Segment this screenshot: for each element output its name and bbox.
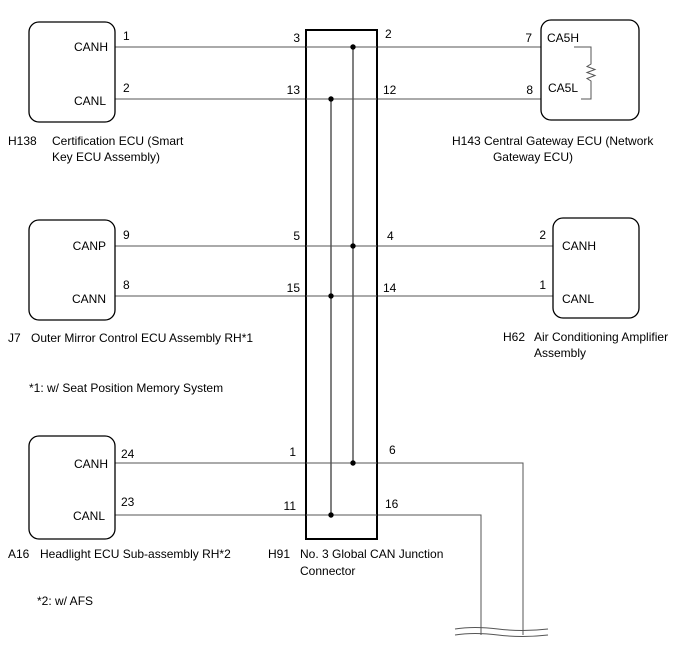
junction-pin: 11 xyxy=(284,499,297,513)
splice-dot xyxy=(328,96,334,102)
ecu-terminal: 8 xyxy=(123,278,130,292)
ecu-name-line1: Outer Mirror Control ECU Assembly RH*1 xyxy=(31,331,253,345)
ecu-pin-label: CANN xyxy=(72,292,106,306)
ecu-h138: CANH CANL 1 2 H138 Certification ECU (Sm… xyxy=(8,21,184,164)
wire-break-icon xyxy=(454,627,549,637)
ecu-name-line2: Gateway ECU) xyxy=(493,150,573,164)
ecu-pin-label: CANP xyxy=(73,239,106,253)
ecu-pin-label: CANH xyxy=(74,457,108,471)
junction-connector-box xyxy=(305,29,378,540)
ecu-terminal: 9 xyxy=(123,228,130,242)
ecu-h143-box xyxy=(540,19,640,121)
junction-pin: 13 xyxy=(287,83,301,97)
ecu-name-line2: Assembly xyxy=(534,346,586,360)
ecu-j7-box xyxy=(28,219,116,321)
junction-pin: 14 xyxy=(383,281,397,295)
ecu-id: A16 xyxy=(8,547,30,561)
footnote-2: *2: w/ AFS xyxy=(37,594,93,608)
ecu-id: H62 xyxy=(503,330,525,344)
wire-out-16 xyxy=(377,514,482,635)
ecu-terminal: 24 xyxy=(121,447,135,461)
junction-pin: 5 xyxy=(293,229,300,243)
junction-pin: 3 xyxy=(293,31,300,45)
junction-name-line1: No. 3 Global CAN Junction xyxy=(300,547,443,561)
ecu-id: J7 xyxy=(8,331,21,345)
junction-splice-dots xyxy=(306,44,377,518)
ecu-pin-label: CANH xyxy=(562,239,596,253)
junction-name-line2: Connector xyxy=(300,564,355,578)
ecu-pin-label: CANL xyxy=(73,509,105,523)
splice-dot xyxy=(350,460,356,466)
terminating-resistor-icon xyxy=(574,46,597,100)
ecu-h62-box xyxy=(552,217,640,319)
splice-dot xyxy=(328,512,334,518)
ecu-terminal: 7 xyxy=(525,31,532,45)
ecu-name-line1: Central Gateway ECU (Network xyxy=(484,134,654,148)
wires xyxy=(115,46,553,635)
ecu-pin-label: CANL xyxy=(74,94,106,108)
ecu-a16: CANH CANL 24 23 A16 Headlight ECU Sub-as… xyxy=(8,435,231,561)
ecu-pin-label: CANH xyxy=(74,40,108,54)
junction-id: H91 xyxy=(268,547,290,561)
ecu-terminal: 1 xyxy=(539,278,546,292)
ecu-h138-box xyxy=(28,21,116,123)
wire-out-6 xyxy=(377,462,524,635)
junction-pin: 16 xyxy=(385,497,399,511)
junction-pin: 6 xyxy=(389,443,396,457)
ecu-id: H143 xyxy=(452,134,481,148)
ecu-terminal: 1 xyxy=(123,29,130,43)
ecu-pin-label: CA5H xyxy=(547,31,579,45)
junction-pin-numbers: 3 13 5 15 1 11 2 12 4 14 6 16 xyxy=(284,27,399,513)
splice-dot xyxy=(350,243,356,249)
ecu-name-line2: Key ECU Assembly) xyxy=(52,150,160,164)
ecu-name-line1: Headlight ECU Sub-assembly RH*2 xyxy=(40,547,231,561)
junction-pin: 2 xyxy=(385,27,392,41)
ecu-terminal: 2 xyxy=(539,228,546,242)
ecu-a16-box xyxy=(28,435,116,540)
ecu-pin-label: CANL xyxy=(562,292,594,306)
junction-pin: 15 xyxy=(287,281,301,295)
splice-dot xyxy=(328,293,334,299)
ecu-h143: CA5H CA5L 7 8 H143 Central Gateway ECU (… xyxy=(452,19,654,164)
ecu-j7: CANP CANN 9 8 J7 Outer Mirror Control EC… xyxy=(8,219,253,345)
junction-pin: 12 xyxy=(383,83,397,97)
ecu-terminal: 2 xyxy=(123,81,130,95)
footnote-1: *1: w/ Seat Position Memory System xyxy=(29,381,223,395)
ecu-name-line1: Certification ECU (Smart xyxy=(52,134,184,148)
ecu-terminal: 8 xyxy=(526,83,533,97)
ecu-id: H138 xyxy=(8,134,37,148)
splice-dot xyxy=(350,44,356,50)
junction-pin: 4 xyxy=(387,229,394,243)
ecu-name-line1: Air Conditioning Amplifier xyxy=(534,330,668,344)
ecu-pin-label: CA5L xyxy=(548,81,578,95)
junction-pin: 1 xyxy=(289,445,296,459)
ecu-h62: CANH CANL 2 1 H62 Air Conditioning Ampli… xyxy=(503,217,668,360)
ecu-terminal: 23 xyxy=(121,495,135,509)
